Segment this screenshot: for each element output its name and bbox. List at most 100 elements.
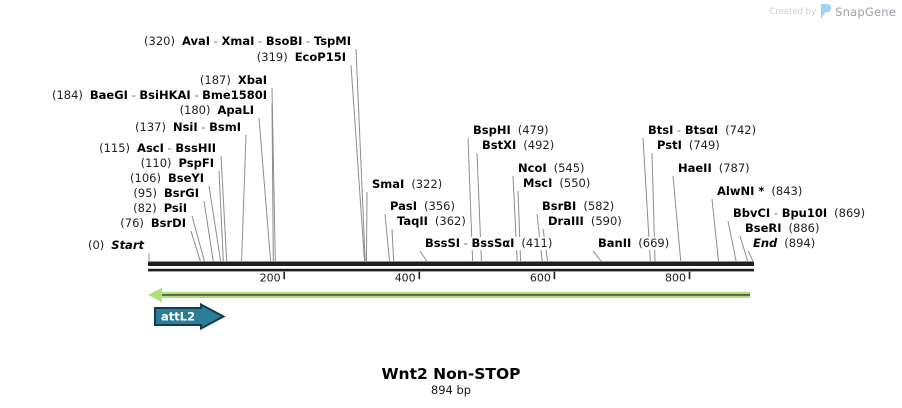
- site-label-xbai[interactable]: (187)XbaI: [198, 73, 268, 87]
- enzyme-name: BssHII: [175, 141, 216, 155]
- enzyme-name: BspHI: [473, 123, 511, 137]
- site-position: (187): [199, 73, 231, 87]
- site-label-smai[interactable]: SmaI(322): [371, 177, 444, 191]
- site-label-pspfi[interactable]: (110)PspFI: [139, 156, 215, 170]
- site-label-haeii[interactable]: HaeII (787): [677, 162, 751, 175]
- site-connector-psii: [191, 215, 205, 262]
- site-label-bbvci-bpu10i[interactable]: BbvCI - Bpu10I(869): [732, 206, 867, 220]
- site-label-bsrgi[interactable]: (95) BsrGI: [132, 187, 200, 200]
- sequence-bar-top: [148, 261, 754, 266]
- site-label-bsssi-bsss-i[interactable]: BssSI - BssSαI(411): [424, 236, 554, 250]
- site-connector-ecop15i: [350, 64, 365, 262]
- sequence-length: 894 bp: [430, 383, 472, 397]
- site-label-bseri[interactable]: BseRI(886): [744, 221, 821, 235]
- site-label-asci-bsshii[interactable]: (115)AscI - BssHII: [98, 142, 217, 155]
- site-label-apali[interactable]: (180)ApaLI: [178, 103, 255, 117]
- separator: -: [460, 236, 472, 250]
- site-position: (590): [590, 214, 622, 228]
- site-position: (184): [51, 88, 83, 102]
- site-label-psii[interactable]: (82)PsiI: [132, 202, 188, 215]
- site-label-bstxi[interactable]: BstXI(492): [481, 138, 556, 152]
- enzyme-name: BsoBI: [265, 34, 303, 48]
- site-position: (356): [424, 199, 455, 213]
- site-connector-taqii: [391, 228, 395, 262]
- site-label-baegi-bsihkai-bme1580i[interactable]: (184)BaeGI - BsiHKAI - Bme1580I: [50, 88, 268, 102]
- site-label-btsi-bts-i[interactable]: BtsI - BtsαI(742): [647, 123, 758, 137]
- site-label-msci[interactable]: MscI(550): [522, 176, 592, 190]
- attL2-feature-arrow[interactable]: [154, 302, 226, 331]
- site-position: (582): [583, 199, 615, 213]
- site-label-draiii[interactable]: DraIII (590): [547, 215, 623, 228]
- map-title-block: Wnt2 Non-STOP 894 bp: [0, 366, 902, 397]
- end-label[interactable]: End(894): [752, 237, 817, 250]
- site-label-taqii[interactable]: TaqII(362): [396, 215, 467, 228]
- enzyme-name: BsrBI: [542, 199, 577, 213]
- site-label-alwni[interactable]: AlwNI * (843): [716, 184, 804, 198]
- site-connector-asci: [220, 155, 228, 262]
- site-position: (95): [133, 186, 157, 200]
- site-position: (843): [771, 184, 803, 198]
- separator: -: [770, 206, 782, 220]
- enzyme-name: BseYI: [167, 171, 204, 185]
- enzyme-name: BbvCI: [733, 206, 771, 220]
- site-connector-bsssi: [419, 250, 428, 262]
- site-position: (669): [638, 236, 670, 250]
- separator: -: [210, 34, 222, 48]
- site-label-ecop15i[interactable]: (319)EcoP15I: [255, 50, 347, 64]
- enzyme-name: BseRI: [745, 221, 782, 235]
- site-label-banii[interactable]: BanII(669): [597, 236, 671, 250]
- site-label-psti[interactable]: PstI(749): [656, 139, 721, 152]
- enzyme-name: Bme1580I: [202, 88, 267, 102]
- site-position: (787): [718, 161, 750, 175]
- enzyme-name: BtsI: [648, 123, 674, 137]
- site-connector-alwni: [711, 198, 719, 262]
- site-connector-bseri: [739, 235, 749, 262]
- site-label-nsii-bsmi[interactable]: (137)NsiI - BsmI: [134, 121, 242, 134]
- enzyme-name: AscI: [137, 141, 164, 155]
- enzyme-name: BsrGI: [164, 186, 199, 200]
- ruler-label-600: 600: [530, 272, 551, 285]
- separator: -: [673, 123, 685, 137]
- enzyme-name: BstXI: [482, 138, 517, 152]
- snapgene-watermark: Created by SnapGene: [769, 4, 896, 19]
- ruler-label-400: 400: [395, 272, 416, 285]
- site-label-bsphi[interactable]: BspHI (479): [472, 124, 550, 137]
- site-position: (82): [133, 201, 157, 215]
- site-connector-smai: [366, 191, 368, 262]
- start-label[interactable]: (0)Start: [86, 239, 145, 252]
- enzyme-name: EcoP15I: [294, 50, 346, 64]
- enzyme-name: XmaI: [221, 34, 255, 48]
- site-label-pasi[interactable]: PasI(356): [389, 200, 456, 213]
- site-label-ncoi[interactable]: NcoI(545): [517, 162, 586, 175]
- site-position: (115): [99, 141, 131, 155]
- site-label-bseyi[interactable]: (106) BseYI: [129, 172, 205, 185]
- ruler-tick-400: [418, 271, 421, 280]
- enzyme-name: BtsαI: [684, 123, 719, 137]
- site-label-avai-xmai-bsobi-tspmi[interactable]: (320)AvaI - XmaI - BsoBI - TspMI: [143, 35, 352, 48]
- site-label-bsrbi[interactable]: BsrBI (582): [541, 199, 616, 213]
- enzyme-name: BssSαI: [471, 236, 515, 250]
- site-connector-bbvci: [727, 220, 737, 262]
- site-connector-avai: [355, 48, 366, 262]
- enzyme-name: DraIII: [548, 214, 584, 228]
- connector-lines-layer: [148, 48, 754, 262]
- site-position: (479): [517, 123, 549, 137]
- separator: -: [302, 34, 314, 48]
- enzyme-name: ApaLI: [217, 103, 255, 117]
- enzyme-name: PstI: [657, 138, 682, 152]
- site-position: (362): [434, 214, 466, 228]
- site-position: (550): [559, 176, 591, 190]
- enzyme-name: SmaI: [372, 177, 405, 191]
- enzyme-name: HaeII: [678, 161, 712, 175]
- site-connector-pspfi: [218, 170, 224, 262]
- site-position: (545): [553, 161, 585, 175]
- enzyme-name: AvaI: [181, 34, 211, 48]
- site-connector-apali: [258, 117, 272, 262]
- enzyme-name: PspFI: [178, 156, 214, 170]
- site-label-bsrdi[interactable]: (76)BsrDI: [119, 217, 187, 230]
- attL2-feature-label: attL2: [161, 310, 195, 324]
- enzyme-name: AlwNI *: [717, 184, 765, 198]
- site-position: (106): [130, 171, 161, 185]
- site-connector-pasi: [384, 213, 390, 262]
